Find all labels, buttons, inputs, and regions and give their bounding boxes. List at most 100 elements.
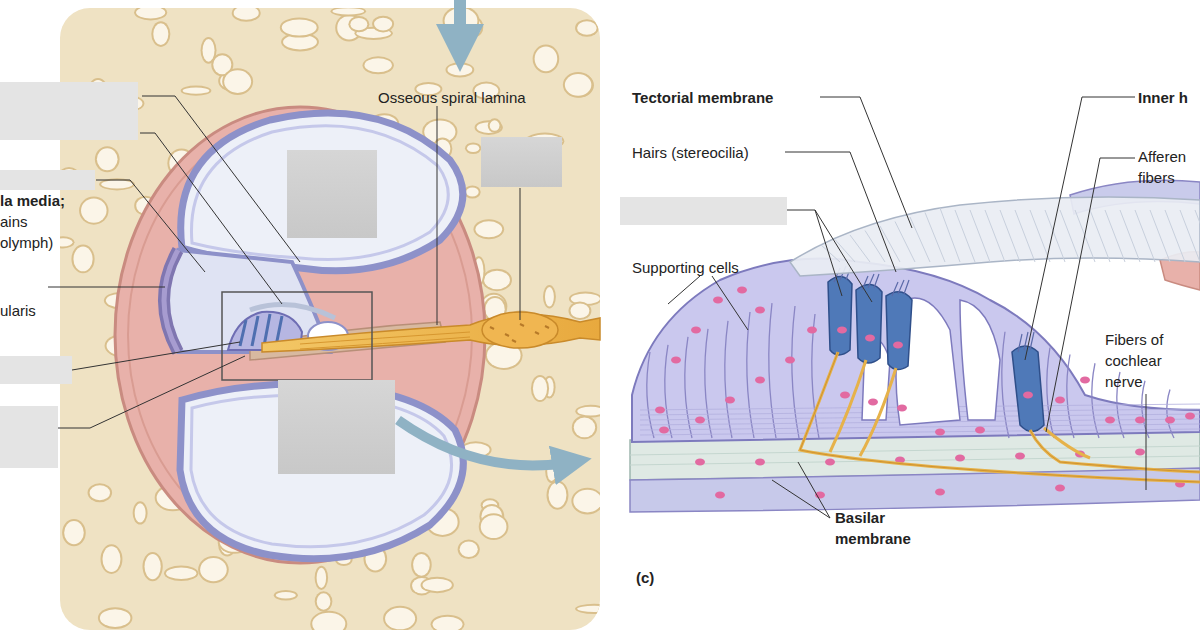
bone-background (81, 199, 107, 223)
leader-line (437, 106, 438, 325)
bone-background (573, 490, 600, 513)
hidden-label-box (620, 197, 787, 225)
bone-background (533, 377, 547, 400)
bone-background (467, 144, 479, 152)
bone-background (315, 566, 329, 590)
hidden-label-box (278, 380, 395, 474)
part-label: Afferen fibers (1138, 146, 1200, 188)
bone-background (181, 86, 212, 96)
bone-background (317, 593, 331, 609)
organ-of-corti (850, 235, 870, 262)
bone-background (333, 8, 365, 14)
organ-of-corti (640, 429, 1200, 435)
cochlear-turn (490, 324, 549, 342)
leader-line (772, 480, 830, 518)
bone-background (563, 72, 593, 98)
organ-of-corti (807, 327, 817, 334)
organ-of-corti (691, 327, 701, 334)
organ-of-corti (1044, 428, 1090, 458)
organ-of-corti (886, 292, 912, 370)
organ-of-corti (1080, 377, 1090, 384)
organ-of-corti (970, 210, 990, 262)
bone-background (431, 615, 465, 630)
part-label: Hairs (stereocilia) (632, 142, 749, 163)
bone-background (224, 70, 251, 93)
bone-background (64, 521, 84, 544)
bone-background (136, 8, 165, 18)
leader-line (72, 342, 240, 370)
bone-background (458, 540, 480, 560)
organ-of-corti (975, 427, 985, 434)
bone-background (547, 480, 569, 509)
cochlear-turn (115, 107, 485, 563)
organ-of-corti (1185, 413, 1195, 420)
organ-of-corti (705, 329, 712, 438)
organ-of-corti (737, 287, 747, 294)
bone-background (479, 513, 509, 540)
organ-of-corti (800, 352, 1200, 482)
organ-of-corti (860, 368, 896, 456)
bone-background (577, 407, 600, 416)
organ-of-corti (1012, 346, 1044, 432)
bone-background (575, 405, 600, 418)
bone-background (100, 609, 131, 627)
bone-background (315, 591, 333, 611)
leader-line (142, 96, 300, 262)
bone-background (95, 146, 120, 172)
bone-background (535, 46, 558, 71)
bone-background (475, 221, 502, 237)
organ-of-corti (1120, 210, 1140, 262)
bone-background (350, 18, 367, 30)
bone-background (60, 8, 600, 630)
organ-of-corti (755, 377, 765, 384)
cochlear-turn (164, 250, 178, 352)
organ-of-corti (868, 399, 878, 406)
organ-of-corti (1135, 417, 1145, 424)
bone-background (60, 238, 73, 246)
organ-of-corti (725, 397, 735, 404)
bone-background (484, 271, 510, 289)
leader-line (712, 276, 748, 330)
part-label: Supporting cells (632, 257, 739, 278)
bone-background (575, 19, 599, 37)
leader-line (96, 180, 205, 272)
cochlear-turn (164, 250, 178, 352)
organ-of-corti (925, 213, 945, 263)
bone-background (374, 18, 392, 31)
organ-of-corti (715, 492, 725, 499)
organ-of-corti (1180, 210, 1200, 262)
hidden-label-box (0, 82, 138, 140)
organ-of-corti (935, 489, 945, 496)
bone-background (151, 21, 170, 47)
bone-background (473, 219, 504, 239)
bone-background (568, 301, 591, 320)
bone-background (317, 568, 327, 588)
bone-background (234, 8, 259, 20)
organ-of-corti (955, 210, 975, 262)
organ-of-corti (840, 392, 850, 399)
organ-of-corti (800, 352, 1200, 482)
leader-line (1025, 97, 1135, 360)
bone-background (201, 37, 217, 64)
organ-of-corti (1195, 210, 1200, 262)
bone-background (577, 606, 600, 612)
cochlear-turn (191, 126, 448, 260)
organ-of-corti (1165, 417, 1175, 424)
part-label: Fibers of cochlear nerve (1105, 329, 1180, 392)
part-label: Inner h (1138, 87, 1188, 108)
organ-of-corti (630, 180, 1200, 512)
bone-background (198, 556, 229, 583)
bone-background (464, 185, 481, 198)
bone-background (423, 579, 452, 591)
leader-line (798, 462, 830, 518)
organ-of-corti (1030, 210, 1050, 262)
organ-of-corti (632, 259, 1200, 442)
organ-of-corti (755, 307, 765, 314)
bone-background (545, 287, 554, 306)
bone-background (90, 485, 111, 500)
organ-of-corti (955, 455, 965, 462)
bone-background (135, 503, 146, 522)
organ-of-corti (897, 405, 907, 412)
organ-of-corti (665, 345, 672, 438)
